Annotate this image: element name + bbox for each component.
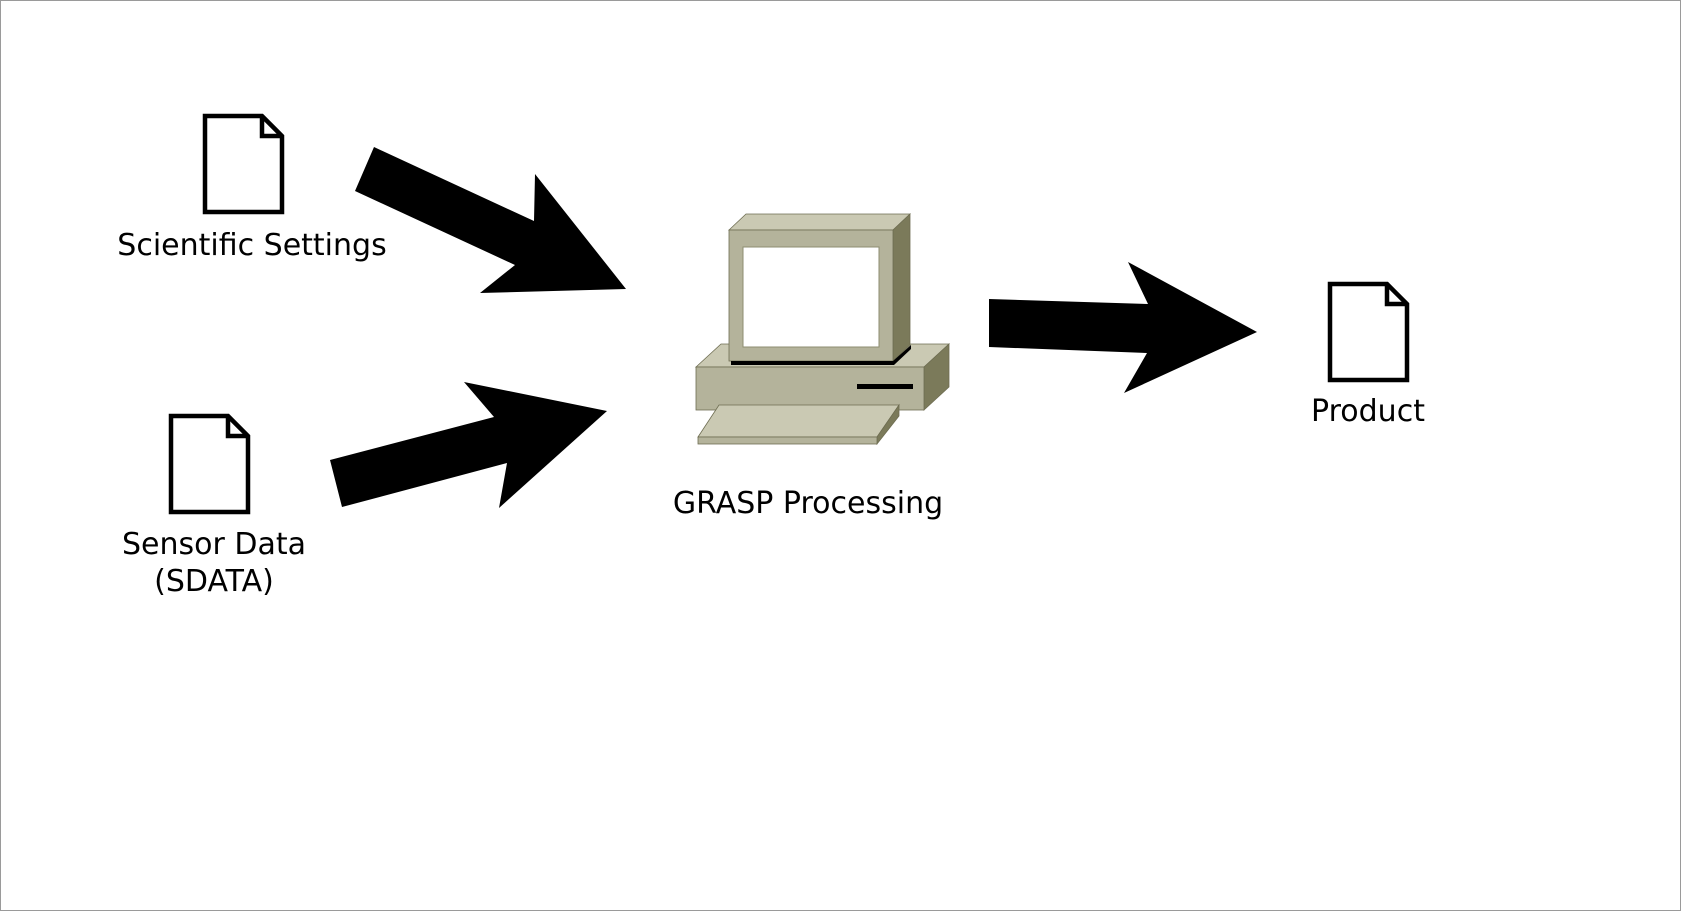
arrow-grasp-to-product [989,262,1257,393]
sensor-data-node: Sensor Data (SDATA) [122,413,306,599]
document-icon [202,113,285,215]
sensor-data-label-line1: Sensor Data [122,527,306,562]
arrow-sensor-to-grasp [330,382,607,508]
scientific-settings-node: Scientific Settings [117,113,387,263]
sensor-data-label-line2: (SDATA) [154,564,274,599]
product-label: Product [1311,394,1425,429]
scientific-settings-label: Scientific Settings [117,228,386,263]
grasp-processing-label: GRASP Processing [673,486,943,521]
document-icon [168,413,251,515]
grasp-processing-node: GRASP Processing [673,213,951,521]
product-node: Product [1311,281,1425,429]
document-icon [1327,281,1410,383]
arrow-scientific-to-grasp [355,147,626,293]
desktop-computer-icon [694,213,951,446]
